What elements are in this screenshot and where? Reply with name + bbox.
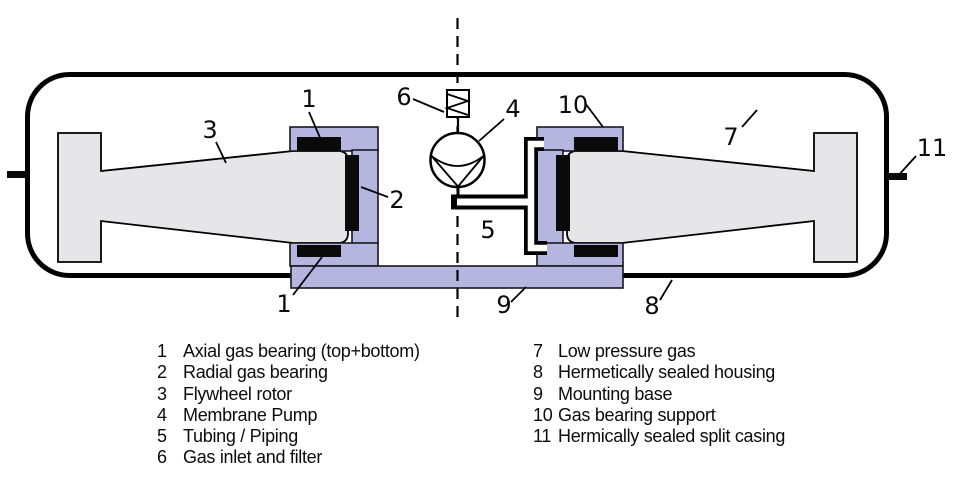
- tubing-piping: [451, 137, 547, 255]
- legend-num: 5: [157, 426, 167, 447]
- legend-num: 3: [157, 383, 167, 404]
- membrane-pump-icon: [429, 131, 486, 189]
- legend-label: Flywheel rotor: [183, 383, 292, 404]
- leader-lines: [215, 98, 917, 303]
- legend-num: 2: [157, 362, 167, 383]
- leader-8: [659, 279, 673, 301]
- pipe-vertical-core: [527, 140, 547, 252]
- left-axial-bearing-bottom: [297, 245, 341, 257]
- callout-2: 2: [389, 186, 404, 214]
- legend-num: 10: [533, 404, 553, 425]
- legend-label: Gas inlet and filter: [183, 447, 323, 468]
- leader-1-bottom: [292, 256, 323, 296]
- callout-8: 8: [644, 292, 659, 320]
- callout-5: 5: [480, 216, 495, 244]
- legend-item-split-casing: 11 Hermically sealed split casing: [533, 426, 785, 447]
- legend-label: Axial gas bearing (top+bottom): [183, 341, 420, 361]
- legend-left-column: 1 Axial gas bearing (top+bottom) 2 Radia…: [157, 341, 420, 469]
- right-axial-bearing-top: [574, 137, 618, 151]
- callout-1-top: 1: [301, 85, 316, 113]
- left-casing-stub: [7, 171, 29, 178]
- legend-item-axial-gas-bearing: 1 Axial gas bearing (top+bottom): [157, 341, 420, 362]
- legend-item-low-pressure-gas: 7 Low pressure gas: [533, 341, 785, 362]
- legend-num: 1: [157, 341, 167, 361]
- leader-6: [412, 98, 445, 113]
- right-radial-bearing: [556, 155, 570, 231]
- legend-label: Hermetically sealed housing: [558, 362, 776, 383]
- legend-item-mounting-base: 9 Mounting base: [533, 384, 785, 405]
- legend-item-tubing-piping: 5 Tubing / Piping: [157, 426, 420, 447]
- legend-label: Radial gas bearing: [183, 362, 328, 383]
- callout-6: 6: [396, 83, 411, 111]
- callout-9: 9: [496, 291, 511, 319]
- legend-item-radial-gas-bearing: 2 Radial gas bearing: [157, 362, 420, 383]
- gas-bearings: [297, 137, 618, 257]
- legend-num: 7: [533, 341, 543, 361]
- pump-membrane-arc: [430, 155, 485, 167]
- left-radial-bearing: [345, 155, 359, 231]
- legend-item-flywheel-rotor: 3 Flywheel rotor: [157, 384, 420, 405]
- right-axial-bearing-bottom: [574, 245, 618, 257]
- legend-label: Low pressure gas: [558, 341, 696, 361]
- leader-3: [215, 141, 227, 164]
- legend-num: 9: [533, 383, 543, 404]
- filter-zigzag: [444, 93, 471, 116]
- legend-num: 6: [157, 447, 167, 468]
- callout-11: 11: [917, 134, 948, 162]
- legend-label: Gas bearing support: [558, 404, 716, 425]
- legend-label: Hermically sealed split casing: [558, 426, 786, 447]
- legend-right-column: 7 Low pressure gas 8 Hermetically sealed…: [533, 341, 785, 447]
- callout-7: 7: [723, 123, 738, 151]
- callout-1-bottom: 1: [276, 290, 291, 318]
- legend-item-gas-inlet-filter: 6 Gas inlet and filter: [157, 447, 420, 468]
- callout-4: 4: [505, 95, 520, 123]
- legend-item-gas-bearing-support: 10 Gas bearing support: [533, 405, 785, 426]
- leader-10: [584, 102, 604, 128]
- legend-item-membrane-pump: 4 Membrane Pump: [157, 405, 420, 426]
- pump-body: [429, 131, 486, 189]
- callout-numbers: 1 3 6 4 10 7 11 2 5 1 9 8: [202, 83, 947, 320]
- leader-1-top: [308, 111, 322, 141]
- leader-7: [741, 109, 758, 128]
- legend-num: 4: [157, 404, 167, 425]
- leader-2: [360, 186, 389, 198]
- pump-membrane-vee: [430, 155, 485, 188]
- left-axial-bearing-top: [297, 137, 341, 151]
- legend-label: Tubing / Piping: [183, 426, 298, 447]
- callout-3: 3: [202, 116, 217, 144]
- legend-item-sealed-housing: 8 Hermetically sealed housing: [533, 362, 785, 383]
- legend-num: 8: [533, 362, 543, 383]
- leader-4: [478, 118, 505, 142]
- leader-9: [510, 286, 527, 303]
- legend-label: Membrane Pump: [183, 404, 318, 425]
- callout-10: 10: [558, 91, 589, 119]
- legend-label: Mounting base: [558, 383, 673, 404]
- leader-11: [896, 155, 917, 178]
- legend-num: 11: [533, 426, 552, 447]
